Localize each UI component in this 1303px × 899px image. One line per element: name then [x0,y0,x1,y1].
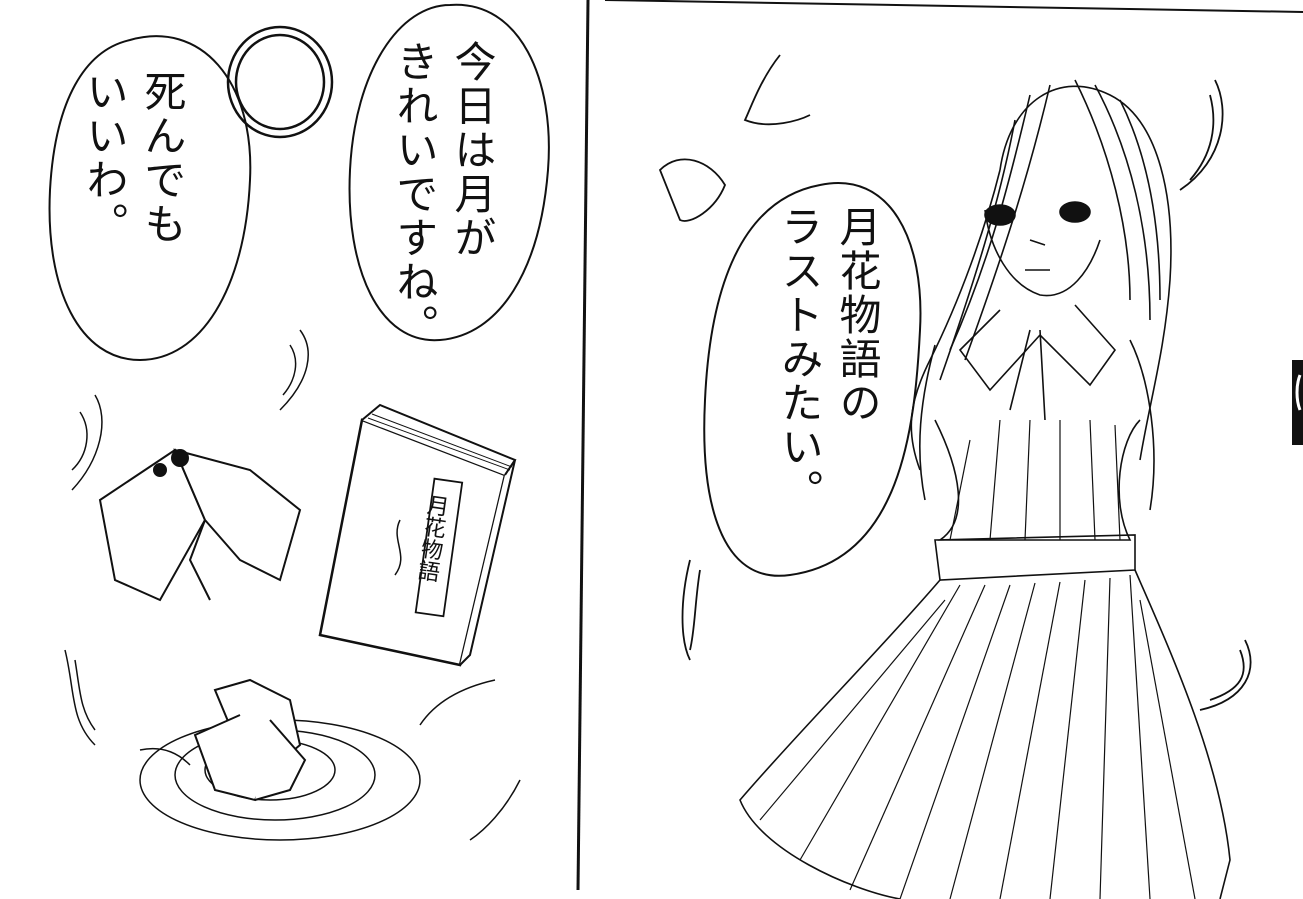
falling-petals-right [658,54,1252,711]
speech-text-moon: 今日は月が きれいですね。 [385,40,501,348]
speech-line: ラストみたい。 [775,205,824,513]
panel-borders [576,0,1303,891]
ribbon-drawing [98,448,302,602]
page-tab [1292,360,1303,445]
speech-bubble-gekka [703,182,922,577]
speech-line: きれいですね。 [390,40,439,348]
falling-petals-left [64,329,521,841]
speech-line: いいわ。 [80,70,129,246]
dress-hatching [759,419,1196,899]
speech-text-die: 死んでも いいわ。 [75,70,191,246]
floating-ribbon [193,678,307,802]
speech-line: 死んでも [138,70,187,246]
speech-bubble-moon [348,3,550,342]
speech-line: 月花物語の [833,205,882,425]
speech-line: 今日は月が [448,40,497,260]
ring-drawing [226,25,334,139]
book-drawing [318,403,517,667]
girl-illustration [739,79,1231,899]
speech-text-gekka: 月花物語の ラストみたい。 [770,205,886,513]
